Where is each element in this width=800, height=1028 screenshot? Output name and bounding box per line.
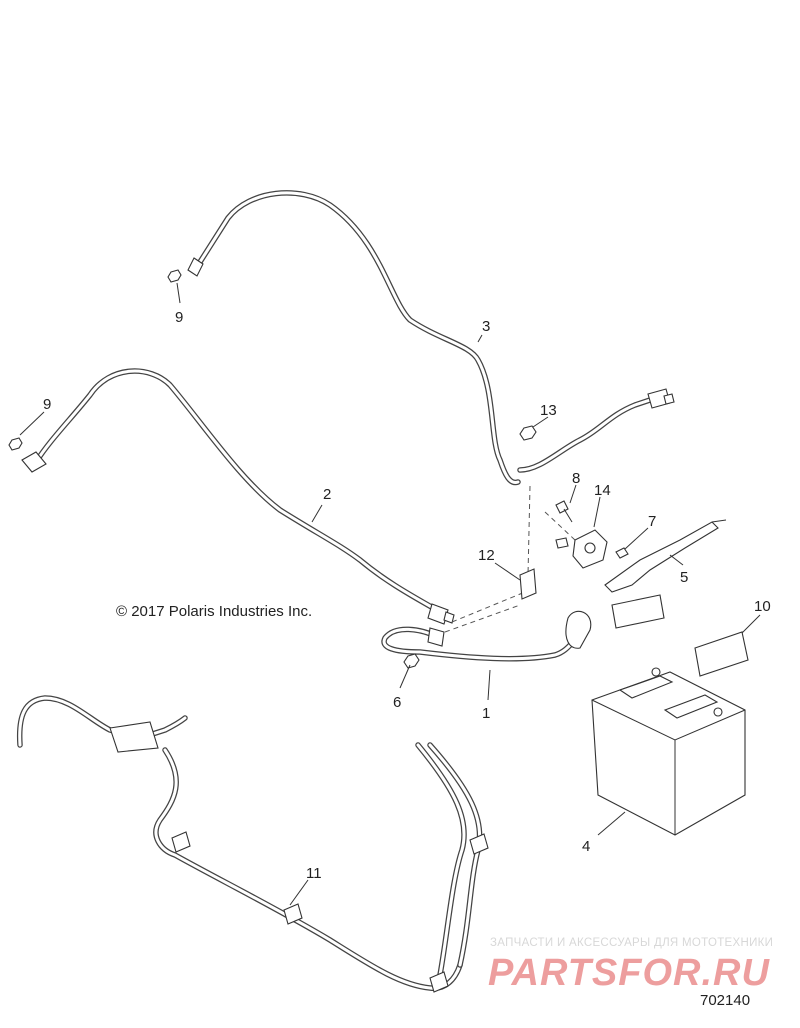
copyright-notice: © 2017 Polaris Industries Inc.: [116, 603, 312, 620]
nut-9-left: [8, 437, 23, 451]
watermark-brand: PARTSFOR.RU: [488, 952, 770, 994]
callout-13: 13: [540, 402, 557, 419]
pad-5: [611, 594, 665, 629]
callout-2: 2: [323, 486, 331, 503]
callout-4: 4: [582, 838, 590, 855]
bolt-8: [555, 500, 569, 514]
callout-1: 1: [482, 705, 490, 722]
cable-1: [381, 610, 592, 662]
callouts: 9 3 9 2 13 8 14 7 5 12 10 6 1 4 11: [43, 309, 771, 882]
screw-7: [615, 547, 629, 559]
battery-4: [591, 667, 746, 836]
callout-11: 11: [306, 865, 322, 882]
figure-number: 702140: [700, 992, 750, 1009]
callout-10: 10: [754, 598, 771, 615]
callout-12: 12: [478, 547, 495, 564]
bracket-12: [519, 568, 537, 600]
pad-10: [694, 631, 749, 677]
callout-5: 5: [680, 569, 688, 586]
assembly-lines: [444, 485, 576, 633]
callout-9-left: 9: [43, 396, 51, 413]
nut-6: [403, 653, 420, 669]
watermark-tagline: ЗАПЧАСТИ И АКСЕССУАРЫ ДЛЯ МОТОТЕХНИКИ: [490, 937, 773, 949]
nut-13: [519, 425, 537, 441]
cable-2: [21, 368, 455, 625]
bracket-5: [604, 521, 719, 593]
callout-3: 3: [482, 318, 490, 335]
callout-7: 7: [648, 513, 656, 530]
cable-3: [187, 190, 675, 486]
leader-lines: [19, 282, 761, 906]
pads: [611, 594, 749, 677]
hardware: [8, 269, 727, 669]
callout-14: 14: [594, 482, 611, 499]
callout-9-upper: 9: [175, 309, 183, 326]
harness-11: [16, 695, 489, 993]
watermark: ЗАПЧАСТИ И АКСЕССУАРЫ ДЛЯ МОТОТЕХНИКИ PA…: [488, 937, 773, 994]
nut-9-upper: [167, 269, 182, 283]
callout-6: 6: [393, 694, 401, 711]
callout-8: 8: [572, 470, 580, 487]
